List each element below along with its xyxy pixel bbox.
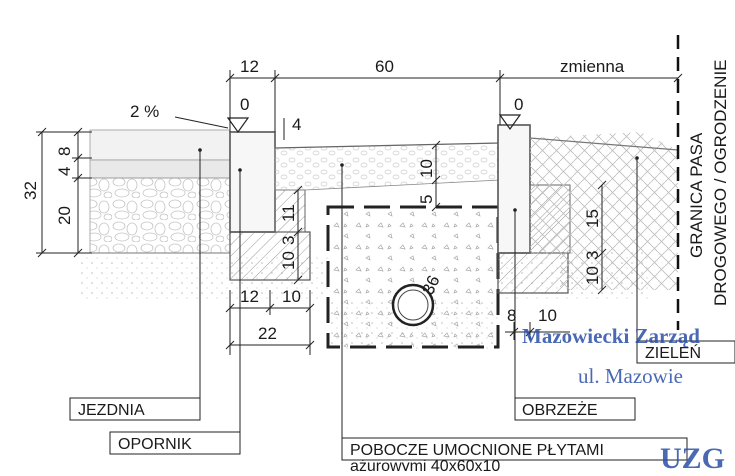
dim-5: 5 — [417, 195, 436, 204]
dim-bottom-10: 10 — [282, 287, 301, 306]
svg-text:OPORNIK: OPORNIK — [118, 436, 192, 453]
label-pobocze-sub: ażurowymi 40x60x10 — [350, 458, 500, 471]
roadway-layers — [89, 129, 231, 254]
dim-top-60: 60 — [375, 57, 394, 76]
dim-10-left: 10 — [279, 251, 298, 270]
zero-right-label: 0 — [514, 95, 523, 114]
dim-10-right: 10 — [583, 266, 602, 285]
slope-label: 2 % — [130, 102, 159, 121]
svg-text:JEZDNIA: JEZDNIA — [78, 402, 145, 419]
dim-11: 11 — [279, 204, 298, 222]
label-pobocze: POBOCZE UMOCNIONE PŁYTAMI ażurowymi 40x6… — [341, 437, 688, 475]
drainage-block — [326, 205, 500, 349]
vertical-label-line2: DROGOWEGO / OGRODZENIE — [711, 59, 730, 306]
svg-text:OBRZEŻE: OBRZEŻE — [522, 400, 598, 419]
label-jezdnia: JEZDNIA — [69, 397, 201, 421]
dim-8: 8 — [55, 147, 74, 156]
stamp-line1: Mazowiecki Zarząd — [522, 324, 700, 348]
dim-top-12: 12 — [240, 57, 259, 76]
green-slope — [529, 132, 679, 290]
stamp-line3: UZG — [660, 442, 725, 471]
dim-3-right: 3 — [583, 251, 602, 260]
left-dimension-lines — [36, 127, 92, 258]
slope-arrow — [174, 116, 229, 129]
dim-10-top: 10 — [417, 159, 436, 178]
dim-4-left: 4 — [55, 167, 74, 176]
label-opornik: OPORNIK — [109, 431, 241, 455]
svg-text:POBOCZE UMOCNIONE PŁYTAMI: POBOCZE UMOCNIONE PŁYTAMI — [350, 442, 604, 459]
zero-left-marker — [226, 117, 250, 134]
label-zielen: ZIELEŃ — [636, 340, 735, 364]
dim-32: 32 — [21, 181, 40, 200]
dim-4: 4 — [292, 115, 301, 134]
inner-dimension-lines — [293, 140, 607, 295]
dim-bottom-10b: 10 — [538, 306, 557, 325]
dim-15: 15 — [583, 209, 602, 228]
dim-bottom-22: 22 — [258, 324, 277, 343]
stamp-line2: ul. Mazowie — [578, 364, 683, 388]
dim-3-left: 3 — [279, 236, 298, 245]
bottom-dimension-lines — [225, 290, 570, 355]
zero-left-label: 0 — [240, 95, 249, 114]
zero-right-marker — [498, 114, 522, 131]
shoulder-surface — [274, 142, 501, 191]
label-obrzeze: OBRZEŻE — [514, 397, 636, 421]
leader-lines — [199, 150, 638, 452]
dim-bottom-8: 8 — [507, 306, 516, 325]
svg-text:ZIELEŃ: ZIELEŃ — [645, 343, 701, 362]
dim-20: 20 — [55, 206, 74, 225]
vertical-label-line1: GRANICA PASA — [687, 132, 706, 258]
office-stamp: Mazowiecki Zarząd ul. Mazowie UZG — [522, 324, 725, 475]
dim-top-zmienna: zmienna — [560, 57, 625, 76]
curb-opornik — [229, 131, 311, 281]
dim-bottom-12: 12 — [240, 287, 259, 306]
